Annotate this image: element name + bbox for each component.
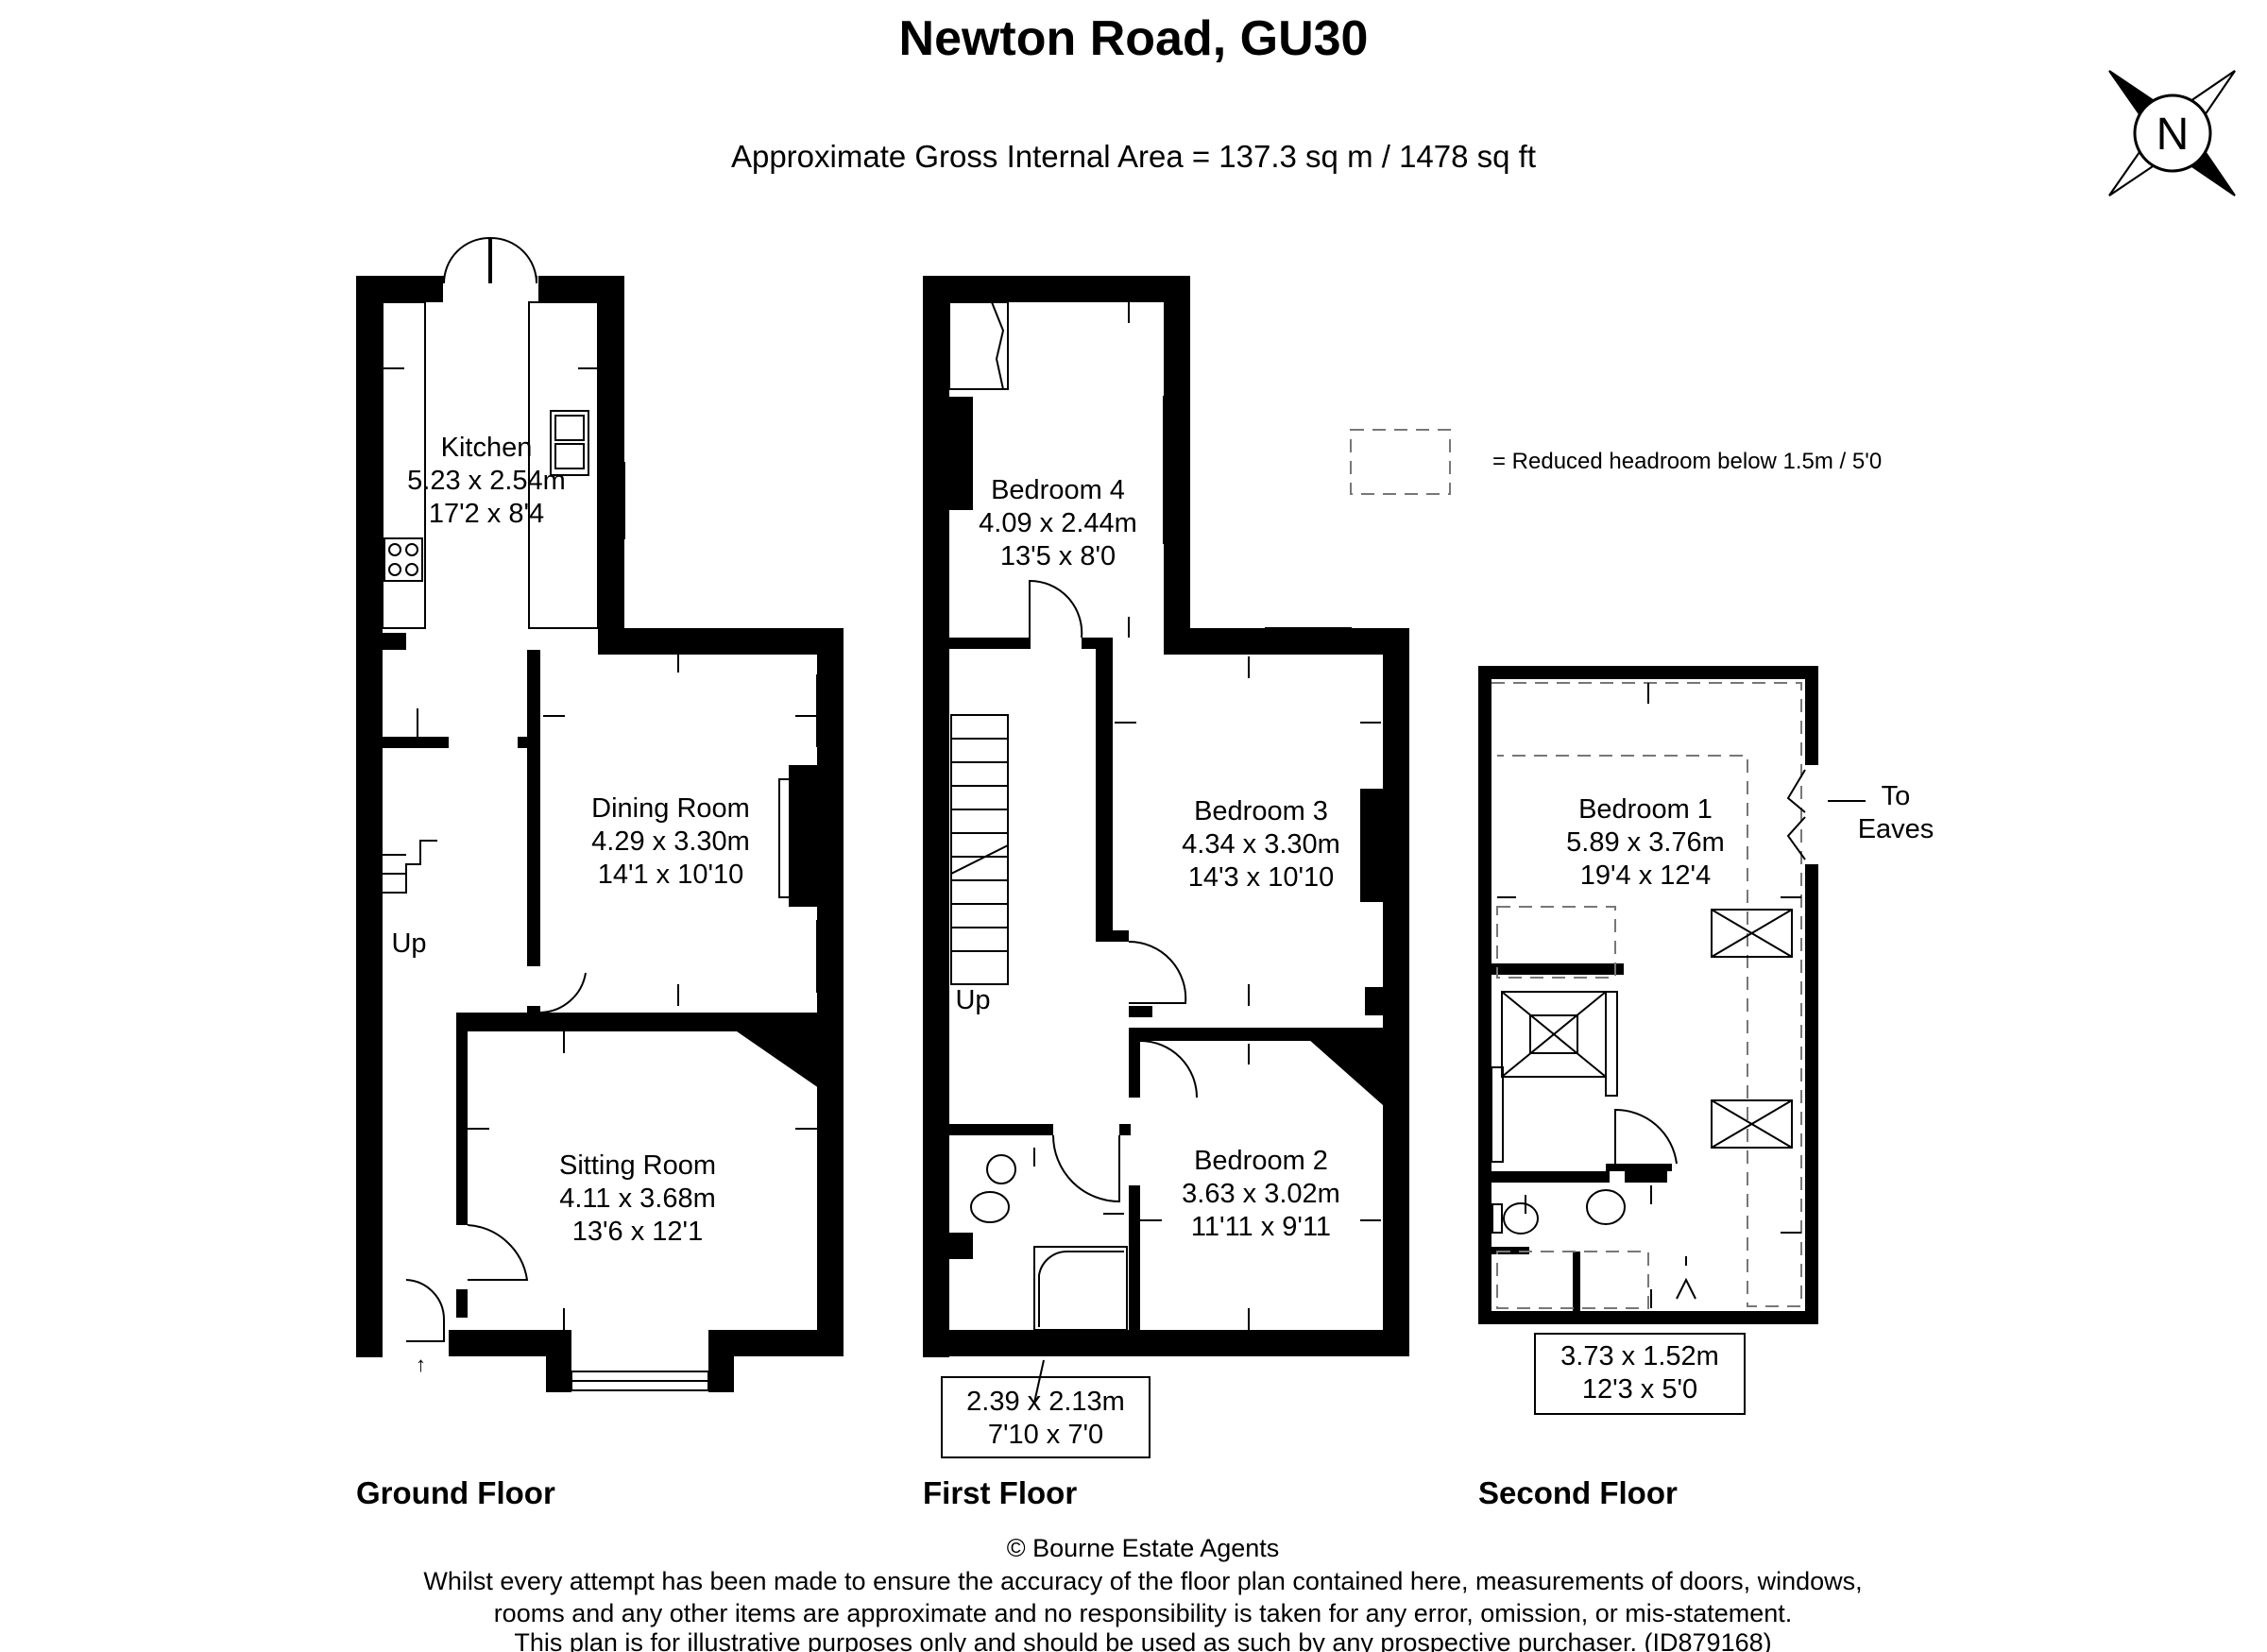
bedroom2-imperial: 11'11 x 9'11: [1191, 1212, 1331, 1242]
bedroom3-imperial: 14'3 x 10'10: [1188, 862, 1335, 893]
disclaimer-line3: This plan is for illustrative purposes o…: [514, 1628, 1771, 1652]
second-floor-label: Second Floor: [1478, 1475, 1678, 1510]
compass-icon: N: [2108, 70, 2236, 196]
ensuite-imperial: 12'3 x 5'0: [1582, 1374, 1697, 1405]
legend-text: = Reduced headroom below 1.5m / 5'0: [1492, 449, 1882, 474]
bedroom1-imperial: 19'4 x 12'4: [1580, 860, 1711, 891]
sitting-name: Sitting Room: [559, 1150, 716, 1181]
first-floor-plan: Bedroom 4 4.09 x 2.44m 13'5 x 8'0 Bedroo…: [923, 276, 1409, 1510]
entrance-arrow-icon: ↑: [416, 1353, 426, 1376]
kitchen-name: Kitchen: [441, 433, 533, 463]
eaves-line1: To: [1882, 781, 1911, 811]
ground-stairs-label: Up: [391, 928, 426, 959]
ground-floor-plan: ↑ Kitchen 5.23 x 2.54m 17'2 x 8'4 Dining…: [356, 236, 844, 1510]
dining-imperial: 14'1 x 10'10: [598, 860, 744, 890]
kitchen-metric: 5.23 x 2.54m: [407, 466, 566, 496]
second-floor-plan: Bedroom 1 5.89 x 3.76m 19'4 x 12'4 To Ea…: [1478, 666, 1934, 1510]
dining-metric: 4.29 x 3.30m: [591, 826, 750, 857]
first-floor-label: First Floor: [923, 1475, 1077, 1510]
ensuite-metric: 3.73 x 1.52m: [1560, 1341, 1719, 1371]
sitting-metric: 4.11 x 3.68m: [559, 1184, 716, 1214]
bedroom2-metric: 3.63 x 3.02m: [1182, 1179, 1340, 1209]
bedroom1-metric: 5.89 x 3.76m: [1566, 827, 1725, 858]
page-title: Newton Road, GU30: [899, 11, 1369, 66]
bedroom2-name: Bedroom 2: [1194, 1146, 1328, 1176]
bedroom4-imperial: 13'5 x 8'0: [1000, 541, 1116, 571]
disclaimer-line1: Whilst every attempt has been made to en…: [423, 1567, 1862, 1595]
disclaimer-line2: rooms and any other items are approximat…: [494, 1599, 1793, 1627]
bathroom-dimension-box: [941, 1376, 1151, 1458]
bathroom-imperial: 7'10 x 7'0: [988, 1420, 1103, 1450]
compass-north-label: N: [2156, 110, 2190, 160]
bedroom1-name: Bedroom 1: [1578, 794, 1713, 825]
bedroom3-name: Bedroom 3: [1194, 796, 1328, 826]
legend-swatch: [1350, 429, 1451, 495]
gross-area: Approximate Gross Internal Area = 137.3 …: [731, 139, 1536, 174]
kitchen-imperial: 17'2 x 8'4: [429, 499, 544, 529]
first-stairs-label: Up: [955, 985, 990, 1015]
sitting-imperial: 13'6 x 12'1: [572, 1217, 703, 1247]
bedroom3-metric: 4.34 x 3.30m: [1182, 829, 1340, 860]
copyright: © Bourne Estate Agents: [1007, 1534, 1280, 1562]
dining-name: Dining Room: [591, 793, 750, 824]
bedroom4-metric: 4.09 x 2.44m: [979, 508, 1137, 538]
eaves-line2: Eaves: [1858, 814, 1935, 844]
ground-floor-label: Ground Floor: [356, 1475, 555, 1510]
ensuite-dimension-box: [1534, 1333, 1746, 1415]
bathroom-metric: 2.39 x 2.13m: [966, 1387, 1125, 1417]
bedroom4-name: Bedroom 4: [991, 475, 1125, 505]
